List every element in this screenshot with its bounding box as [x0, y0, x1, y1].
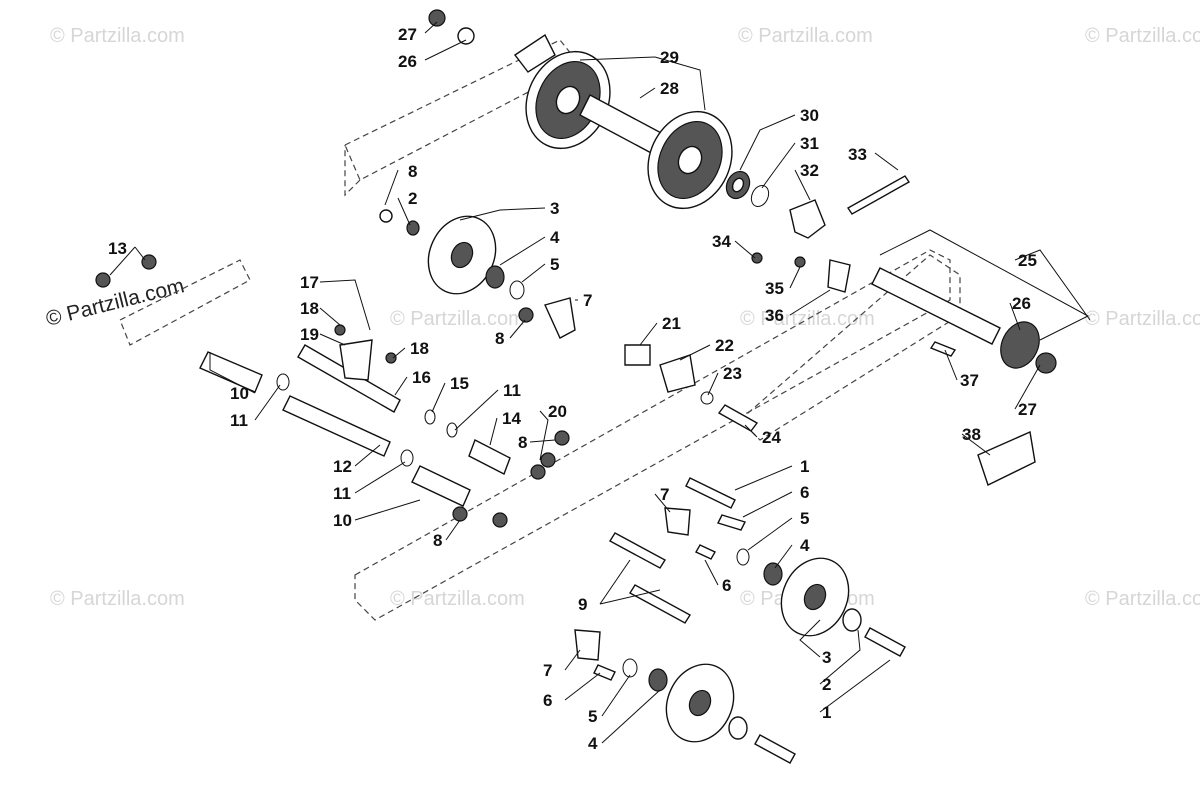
callout-number: 24 — [762, 428, 781, 447]
callout-number: 27 — [398, 25, 417, 44]
watermark: © Partzilla.com — [1085, 588, 1200, 610]
watermark: © Partzilla.com — [50, 588, 185, 610]
callout-number: 30 — [800, 106, 819, 125]
callout-number: 20 — [548, 402, 567, 421]
callout-number: 4 — [588, 734, 598, 753]
callout-number: 4 — [800, 536, 810, 555]
nut-27-washer-26-top — [428, 9, 556, 73]
callouts: 27 26 29 28 30 31 32 33 8 2 3 4 5 34 25 … — [108, 25, 1037, 753]
callout-number: 2 — [408, 189, 417, 208]
spacer-21-block-22 — [624, 344, 759, 432]
watermark: © Partzilla.com — [390, 308, 525, 330]
watermark: © Partzilla.com — [50, 25, 185, 47]
watermark-main: © Partzilla.com — [44, 274, 187, 331]
callout-number: 7 — [660, 485, 669, 504]
callout-number: 25 — [1018, 251, 1037, 270]
callout-number: 33 — [848, 145, 867, 164]
bracket-7-upper — [518, 297, 576, 339]
callout-number: 29 — [660, 48, 679, 67]
idler-wheel-3-lower-left — [665, 663, 796, 764]
callout-number: 21 — [662, 314, 681, 333]
callout-number: 35 — [765, 279, 784, 298]
leader-lines — [109, 21, 1091, 744]
idler-wheel-3-lower-right — [736, 548, 906, 657]
callout-number: 6 — [543, 691, 552, 710]
callout-number: 31 — [800, 134, 819, 153]
callout-number: 34 — [712, 232, 731, 251]
callout-number: 7 — [543, 661, 552, 680]
callout-number: 12 — [333, 457, 352, 476]
callout-number: 5 — [800, 509, 809, 528]
callout-number: 28 — [660, 79, 679, 98]
callout-number: 8 — [408, 162, 417, 181]
callout-number: 5 — [588, 707, 597, 726]
callout-number: 22 — [715, 336, 734, 355]
idler-wheel-3-upper — [379, 209, 525, 300]
callout-number: 17 — [300, 273, 319, 292]
callout-number: 8 — [495, 329, 504, 348]
callout-number: 11 — [503, 381, 521, 400]
bearing-30 — [725, 170, 751, 200]
callout-number: 36 — [765, 306, 784, 325]
callout-number: 26 — [398, 52, 417, 71]
watermark: © Partzilla.com — [738, 25, 873, 47]
lower-hardware — [452, 430, 746, 692]
watermark: © Partzilla.com — [1085, 25, 1200, 47]
arm-17 — [334, 324, 397, 381]
callout-number: 13 — [108, 239, 127, 258]
callout-number: 26 — [1012, 294, 1031, 313]
watermark: © Partzilla.com — [740, 308, 875, 330]
callout-number: 14 — [502, 409, 521, 428]
callout-number: 18 — [300, 299, 319, 318]
callout-number: 23 — [723, 364, 742, 383]
callout-number: 3 — [822, 648, 831, 667]
callout-number: 11 — [230, 411, 248, 430]
callout-number: 38 — [962, 425, 981, 444]
callout-number: 6 — [722, 576, 731, 595]
callout-number: 1 — [822, 703, 831, 722]
callout-number: 7 — [583, 291, 592, 310]
callout-number: 15 — [450, 374, 469, 393]
callout-number: 10 — [333, 511, 352, 530]
callout-number: 2 — [822, 675, 831, 694]
callout-number: 37 — [960, 371, 979, 390]
bolt-33 — [846, 175, 911, 215]
callout-number: 9 — [578, 595, 587, 614]
rear-axle-25 — [751, 229, 1090, 486]
callout-number: 1 — [800, 457, 809, 476]
watermark: © Partzilla.com — [1085, 308, 1200, 330]
callout-number: 19 — [300, 325, 319, 344]
callout-number: 18 — [410, 339, 429, 358]
snap-ring-31 — [750, 184, 770, 208]
callout-number: 4 — [550, 228, 560, 247]
callout-number: 5 — [550, 255, 559, 274]
callout-number: 10 — [230, 384, 249, 403]
callout-number: 27 — [1018, 400, 1037, 419]
callout-number: 8 — [433, 531, 442, 550]
callout-number: 6 — [800, 483, 809, 502]
idler-wheel-large-right — [647, 110, 733, 210]
callout-number: 3 — [550, 199, 559, 218]
callout-number: 11 — [333, 484, 351, 503]
callout-number: 32 — [800, 161, 819, 180]
callout-number: 16 — [412, 368, 431, 387]
watermark: © Partzilla.com — [390, 588, 525, 610]
bracket-32 — [789, 199, 826, 239]
callout-number: 8 — [518, 433, 527, 452]
idler-wheel-large-left — [525, 50, 611, 150]
